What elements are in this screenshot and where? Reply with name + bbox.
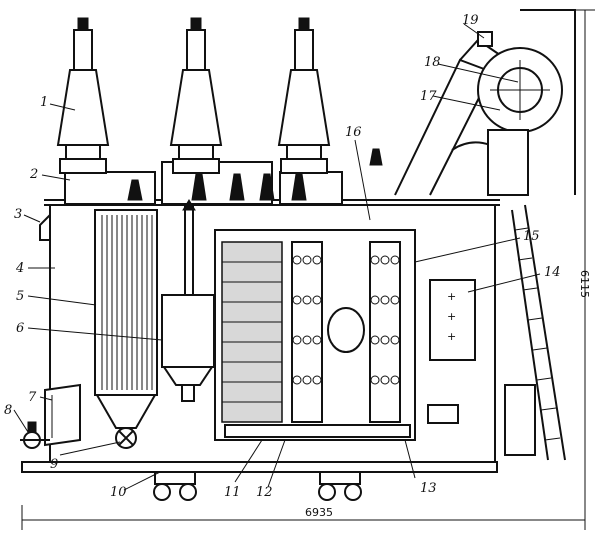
callout-16: 16: [345, 125, 362, 140]
callout-10: 10: [110, 485, 127, 500]
callout-19: 19: [462, 13, 479, 28]
gas-relay-box: [44, 383, 81, 447]
conservator: [477, 9, 576, 196]
wheels: [153, 471, 362, 501]
callout-14: 14: [544, 265, 561, 280]
callout-4: 4: [15, 261, 24, 276]
callout-11: 11: [224, 485, 241, 500]
svg-text:+: +: [447, 330, 456, 343]
lv-bushings: [127, 148, 383, 201]
callout-18: 18: [424, 55, 441, 70]
leader-lines: [13, 23, 541, 491]
oil-sampling-valve: [20, 421, 50, 449]
thermosiphon-filter: [161, 199, 215, 402]
dimension-lines: [21, 9, 595, 530]
callout-9: 9: [50, 457, 58, 472]
svg-text:+: +: [447, 290, 456, 303]
callout-8: 8: [4, 403, 12, 418]
ladder: [511, 204, 566, 461]
width-dimension: 6935: [305, 506, 333, 519]
callout-3: 3: [14, 207, 22, 222]
callout-2: 2: [29, 167, 38, 182]
callout-6: 6: [16, 321, 24, 336]
lifting-eye: [39, 214, 51, 241]
conservator-pipe: [394, 31, 501, 196]
callout-17: 17: [420, 89, 437, 104]
hv-bushing-right: [277, 17, 331, 174]
callout-5: 5: [16, 289, 24, 304]
height-dimension: 6115: [578, 270, 591, 298]
cable-box: [504, 384, 536, 456]
callout-7: 7: [28, 390, 37, 405]
callout-13: 13: [420, 481, 437, 496]
callout-1: 1: [40, 95, 48, 110]
hv-bushing-middle: [169, 17, 223, 174]
drain-valve: [115, 427, 137, 449]
tap-changer: + + +: [427, 279, 476, 424]
svg-text:+: +: [447, 310, 456, 323]
radiator: [94, 209, 158, 429]
hv-bushing-left: [56, 17, 110, 174]
callout-15: 15: [523, 229, 540, 244]
core-and-windings: [214, 229, 416, 441]
callout-12: 12: [256, 485, 273, 500]
